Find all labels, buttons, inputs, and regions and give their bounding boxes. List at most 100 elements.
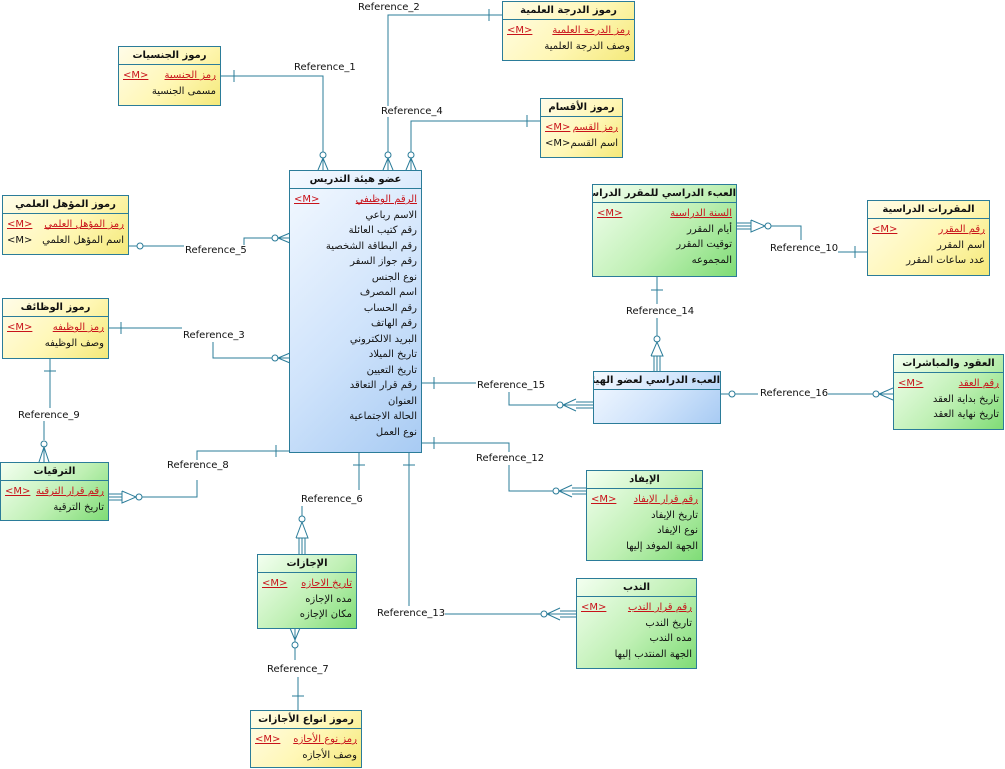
- entity-vacation-type-codes[interactable]: رموز انواع الأجازات رمز نوع الأجازه<M>وصف…: [250, 710, 362, 768]
- attribute-name: رقم كتيب العائلة: [348, 225, 417, 236]
- reference-15-line[interactable]: [422, 377, 593, 412]
- attribute-name: توقيت المقرر: [676, 239, 732, 250]
- mandatory-marker: <M>: [5, 486, 31, 497]
- mandatory-marker: <M>: [255, 734, 281, 745]
- attribute-name: اسم القسم: [570, 137, 618, 149]
- attribute: رقم قرار التعاقد: [294, 378, 417, 394]
- mandatory-marker: <M>: [545, 137, 571, 149]
- attribute-name: مده الندب: [649, 633, 692, 644]
- attribute: اسم القسم<M>: [545, 136, 618, 152]
- attribute-name: رقم الحساب: [363, 302, 417, 314]
- attribute-name: تاريخ الترقية: [53, 501, 104, 513]
- attribute: رقم جواز السفر: [294, 254, 417, 270]
- attribute: اسم المقرر: [872, 238, 985, 254]
- primary-key-attribute: الرقم الوظيفي<M>: [294, 192, 417, 208]
- mandatory-marker: <M>: [581, 602, 607, 613]
- primary-key-attribute: رقم قرار الإيفاد<M>: [591, 492, 698, 508]
- attribute-name: رقم الهاتف: [370, 318, 417, 329]
- attribute-name: الاسم رباعي: [365, 209, 417, 221]
- entity-attributes: رمز الوظيفه <M> وصف الوظيفه: [3, 317, 108, 353]
- attribute-name: وصف الوظيفه: [44, 337, 104, 349]
- reference-13-line[interactable]: [403, 453, 576, 621]
- attribute-name: البريد الالكتروني: [349, 333, 417, 345]
- reference-12-line[interactable]: [422, 437, 586, 498]
- reference-6-line[interactable]: [295, 453, 365, 554]
- primary-key-attribute: رمز نوع الأجازه<M>: [255, 732, 357, 748]
- reference-10-label: Reference_10: [770, 243, 839, 254]
- reference-14-label: Reference_14: [626, 306, 695, 317]
- mandatory-marker: <M>: [7, 322, 33, 333]
- attribute-name: نوع الجنس: [371, 271, 417, 283]
- attribute: اسم المصرف: [294, 285, 417, 301]
- reference-16-line[interactable]: [721, 387, 894, 401]
- reference-16-label: Reference_16: [760, 388, 829, 399]
- entity-title: رموز انواع الأجازات: [251, 711, 361, 729]
- entity-title: العقود والمباشرات: [894, 355, 1003, 373]
- reference-1-line[interactable]: [221, 70, 329, 171]
- mandatory-marker: <M>: [507, 25, 533, 36]
- entity-attributes: رمز الجنسية<M>مسمى الجنسية: [119, 65, 220, 101]
- attribute-name: مسمى الجنسية: [151, 85, 216, 97]
- reference-10-line[interactable]: [737, 219, 868, 258]
- reference-4-label: Reference_4: [381, 106, 443, 117]
- attribute-name: رقم قرار الندب: [627, 602, 692, 613]
- reference-4-line[interactable]: [405, 115, 540, 171]
- reference-3-line[interactable]: [109, 322, 291, 364]
- attribute-name: وصف الدرجة العلمية: [544, 40, 630, 52]
- mandatory-marker: <M>: [872, 224, 898, 235]
- entity-attributes: الرقم الوظيفي<M>الاسم رباعي رقم كتيب العا…: [290, 189, 421, 442]
- attribute-name: السنة الدراسية: [670, 208, 732, 219]
- attribute-name: مده الإجازه: [305, 593, 352, 605]
- primary-key-attribute: السنة الدراسية <M>: [597, 206, 732, 222]
- entity-attributes: رقم قرار الترقية<M>تاريخ الترقية: [1, 481, 108, 517]
- reference-8-line[interactable]: [109, 445, 290, 504]
- attribute: وصف الوظيفه: [7, 336, 104, 352]
- reference-14-line[interactable]: [650, 277, 664, 371]
- entity-title: رموز الأقسام: [541, 99, 622, 117]
- attribute: وصف الأجازه: [255, 748, 357, 764]
- attribute: مده الإجازه: [262, 592, 352, 608]
- reference-2-line[interactable]: [382, 9, 502, 171]
- mandatory-marker: <M>: [7, 234, 33, 246]
- attribute-name: رقم قرار التعاقد: [349, 380, 417, 391]
- attribute-name: رقم البطاقة الشخصية: [325, 240, 417, 252]
- attribute: تاريخ التعيين: [294, 363, 417, 379]
- entity-member-load[interactable]: العبء الدراسي لعضو الهيئة: [593, 371, 721, 424]
- reference-7-line[interactable]: [289, 627, 304, 710]
- mandatory-marker: <M>: [597, 208, 623, 219]
- entity-title: رموز الوظائف: [3, 299, 108, 317]
- primary-key-attribute: رقم قرار الترقية<M>: [5, 484, 104, 500]
- entity-attributes: [594, 390, 720, 395]
- entity-title: عضو هيئة التدريس: [290, 171, 421, 189]
- attribute: الاسم رباعي: [294, 208, 417, 224]
- primary-key-attribute: رمز القسم<M>: [545, 120, 618, 136]
- entity-job-codes[interactable]: رموز الوظائف رمز الوظيفه <M> وصف الوظيفه: [2, 298, 109, 359]
- attribute-name: أيام المقرر: [687, 223, 732, 235]
- attribute-name: رقم قرار الإيفاد: [633, 494, 698, 505]
- reference-9-label: Reference_9: [18, 410, 80, 421]
- mandatory-marker: <M>: [545, 122, 571, 133]
- reference-7-label: Reference_7: [267, 664, 329, 675]
- attribute-name: تاريخ التعيين: [366, 364, 417, 376]
- entity-title: العبء الدراسي لعضو الهيئة: [594, 372, 720, 390]
- attribute-name: اسم المصرف: [359, 287, 417, 298]
- reference-5-line[interactable]: [129, 232, 291, 250]
- attribute-name: رمز الوظيفه: [52, 322, 104, 333]
- reference-15-label: Reference_15: [477, 380, 546, 391]
- mandatory-marker: <M>: [294, 194, 320, 205]
- reference-9-line[interactable]: [38, 359, 56, 463]
